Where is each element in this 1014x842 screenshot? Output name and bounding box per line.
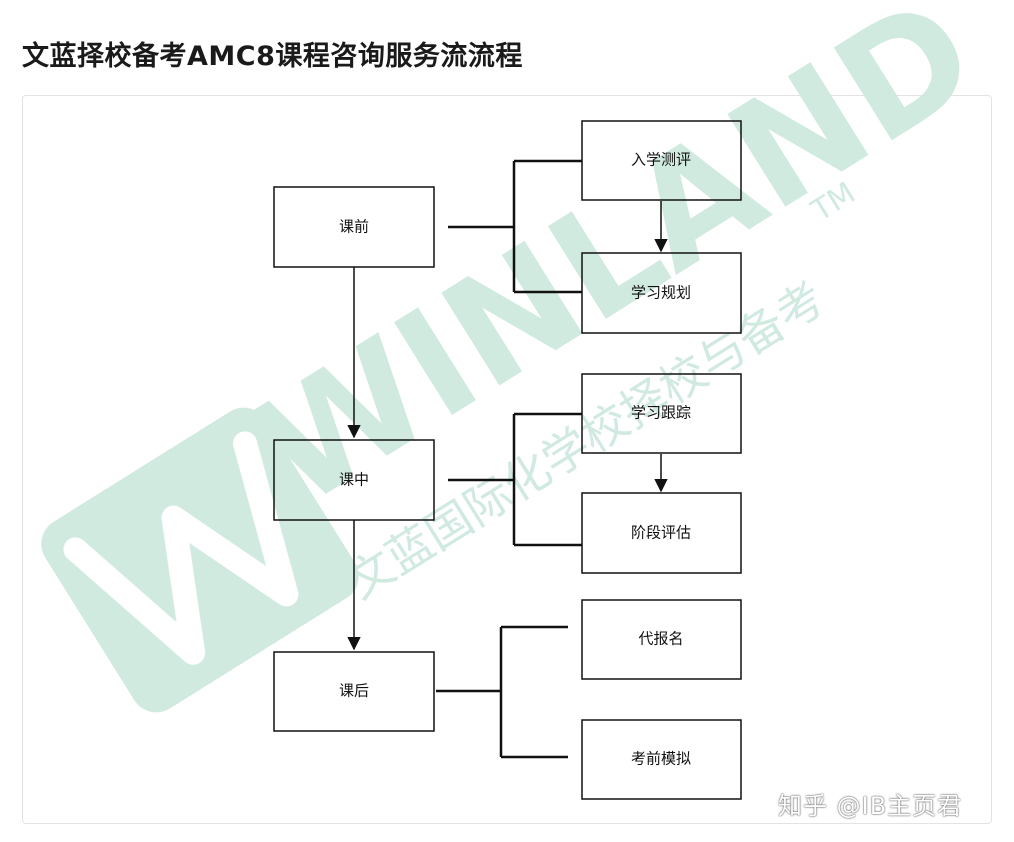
node-stage-assessment-label: 阶段评估 [631, 524, 691, 542]
node-study-tracking-label: 学习跟踪 [631, 404, 691, 422]
node-post-class: 课后 [273, 651, 435, 732]
node-study-plan: 学习规划 [581, 252, 742, 334]
node-in-class: 课中 [273, 439, 435, 521]
node-stage-assessment: 阶段评估 [581, 492, 742, 574]
node-mock-exam: 考前模拟 [581, 719, 742, 800]
author-credit: 知乎 @IB主页君 [778, 792, 963, 820]
winland-watermark: WINLAND TM 文蓝国际化学校择校与备考 [41, 0, 1005, 713]
winland-logo-icon [41, 407, 359, 713]
watermark-brand: WINLAND [227, 0, 1005, 541]
node-entrance-test: 入学测评 [581, 120, 742, 201]
bracket-pre [448, 159, 582, 294]
node-entrance-test-label: 入学测评 [631, 151, 691, 169]
node-study-plan-label: 学习规划 [631, 284, 691, 302]
node-mock-exam-label: 考前模拟 [631, 750, 691, 768]
node-in-class-label: 课中 [339, 471, 369, 489]
node-pre-class: 课前 [273, 186, 435, 268]
node-pre-class-label: 课前 [339, 218, 369, 236]
page-title: 文蓝择校备考AMC8课程咨询服务流流程 [22, 41, 523, 72]
node-registration: 代报名 [581, 599, 742, 680]
node-post-class-label: 课后 [339, 682, 369, 700]
node-study-tracking: 学习跟踪 [581, 373, 742, 454]
bracket-in [448, 412, 582, 547]
bracket-post [436, 625, 568, 759]
node-registration-label: 代报名 [638, 630, 683, 648]
